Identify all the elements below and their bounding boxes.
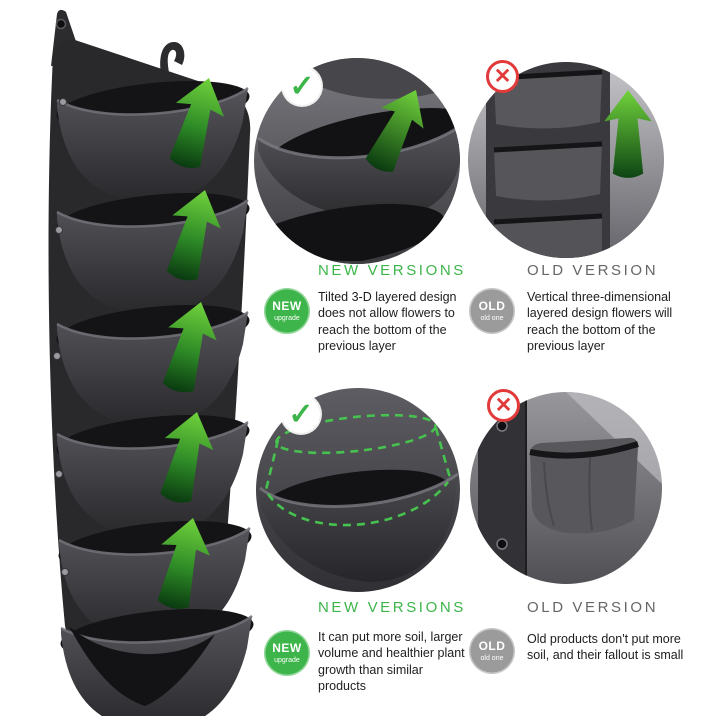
old-capacity-illustration [470, 392, 662, 584]
bottom-flap [69, 626, 215, 706]
new-capacity-closeup-photo [256, 388, 460, 592]
badge-label: NEW [272, 299, 302, 313]
new-capacity-illustration [256, 388, 460, 592]
check-icon: ✓ [282, 395, 320, 433]
new-version-description: Tilted 3-D layered design does not allow… [318, 290, 457, 353]
old-version-heading: OLD VERSION [527, 262, 659, 279]
planter-illustration [48, 9, 258, 716]
old-capacity-closeup-photo [470, 392, 662, 584]
badge-sublabel: upgrade [274, 657, 300, 664]
old-design-illustration [468, 62, 664, 258]
new-upgrade-badge: NEW upgrade [264, 288, 310, 334]
new-version-heading: NEW VERSIONS [318, 262, 466, 279]
old-version-heading: OLD VERSION [527, 599, 659, 616]
capacity-dashed-outline [264, 413, 452, 527]
old-version-badge: OLD old one [469, 628, 515, 674]
new-version-description: It can put more soil, larger volume and … [318, 630, 465, 693]
old-version-badge: OLD old one [469, 288, 515, 334]
badge-label: NEW [272, 641, 302, 655]
new-version-heading: NEW VERSIONS [318, 599, 466, 616]
badge-sublabel: upgrade [274, 315, 300, 322]
old-design-closeup-photo [468, 62, 664, 258]
old-version-description: Old products don't put more soil, and th… [527, 632, 684, 663]
up-arrow-icon [604, 90, 652, 178]
old-version-description: Vertical three-dimensional layered desig… [527, 290, 673, 353]
planter-product-photo [16, 4, 258, 716]
rivets [53, 98, 69, 576]
badge-label: OLD [478, 639, 506, 653]
badge-sublabel: old one [480, 655, 504, 662]
check-icon: ✓ [283, 67, 321, 105]
cross-icon: ✕ [486, 60, 519, 93]
badge-sublabel: old one [480, 315, 504, 322]
growth-arrow-icon [365, 90, 424, 172]
badge-label: OLD [478, 299, 506, 313]
new-upgrade-badge: NEW upgrade [264, 630, 310, 676]
cross-icon: ✕ [487, 389, 520, 422]
